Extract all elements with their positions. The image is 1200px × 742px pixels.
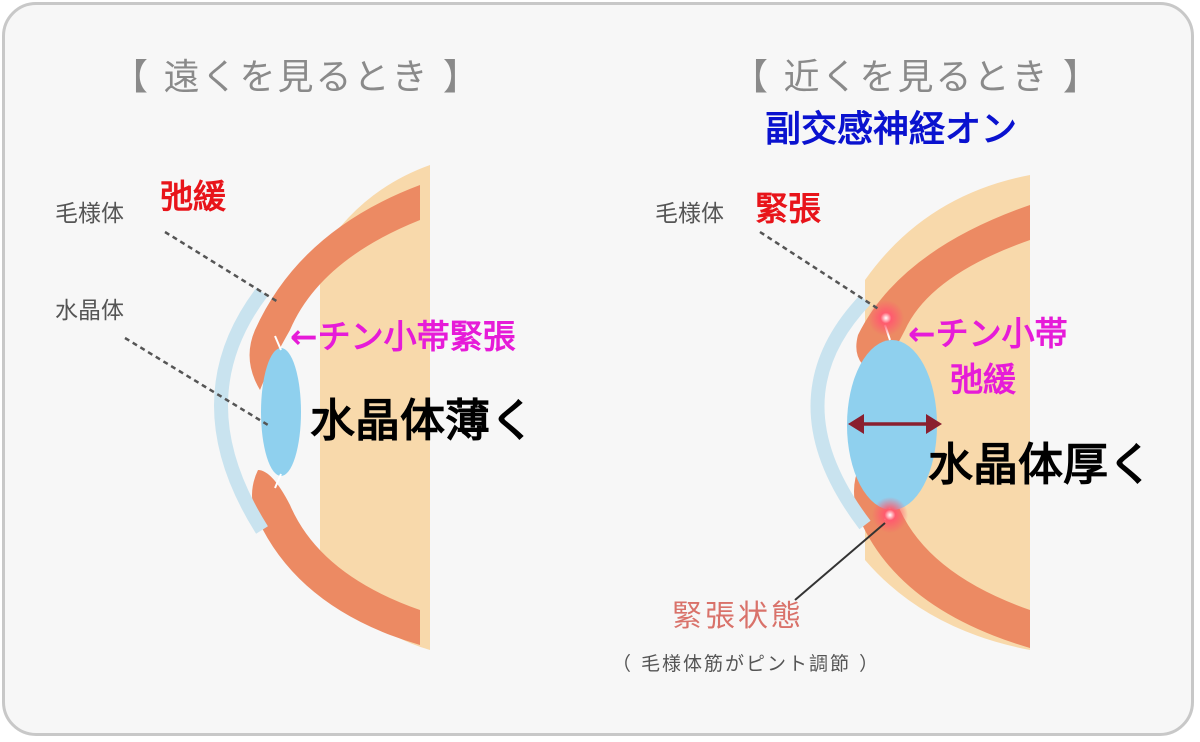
far-zonule-upper (274, 335, 282, 351)
far-cornea (214, 287, 268, 534)
far-eye (124, 165, 430, 650)
far-ciliary-state: 弛緩 (160, 177, 226, 216)
near-zonule-note-line2: 弛緩 (950, 360, 1016, 399)
near-ciliary-state: 緊張 (755, 189, 821, 228)
near-zonule-note-line1: ←チン小帯 (908, 314, 1068, 353)
far-ciliary-label: 毛様体 (55, 201, 124, 227)
near-cornea (810, 295, 871, 530)
far-lens-label: 水晶体 (55, 298, 124, 324)
near-heading: 【 近くを見るとき 】 (732, 57, 1101, 98)
far-ciliary-leader (164, 230, 279, 304)
near-eye (759, 175, 1030, 650)
far-ciliary-lower (252, 470, 420, 645)
far-lens-result: 水晶体薄く (310, 394, 536, 447)
near-nerve-note: 副交感神経オン (765, 109, 1018, 150)
near-ciliary-label: 毛様体 (655, 201, 724, 227)
near-state-label: 緊張状態 (672, 599, 804, 634)
far-lens (261, 348, 301, 476)
near-state-leader (794, 522, 886, 601)
near-ciliary-leader (759, 230, 881, 312)
far-sclera (320, 165, 430, 650)
far-zonule-note: ←チン小帯緊張 (290, 317, 516, 356)
far-ciliary-upper (249, 185, 420, 390)
far-lens-leader (124, 336, 269, 427)
lens-thickness-arrow (848, 414, 942, 434)
near-state-note: （ 毛様体筋がピント調節 ） (612, 653, 881, 675)
far-heading: 【 遠くを見るとき 】 (112, 57, 481, 98)
far-zonule-lower (274, 473, 282, 489)
near-tension-glow-upper (868, 300, 904, 336)
near-ciliary-upper (856, 205, 1030, 375)
near-tension-glow-lower (872, 497, 908, 533)
near-lens-result: 水晶体厚く (928, 438, 1154, 491)
